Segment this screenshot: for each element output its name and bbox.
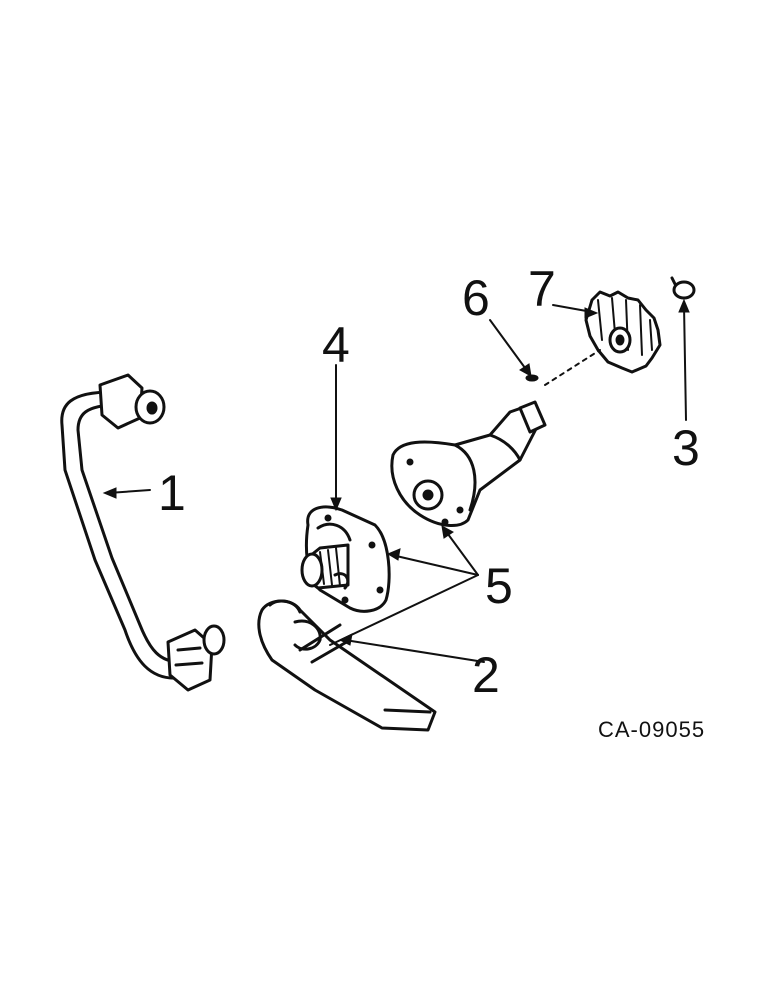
- part-2-pickup-tube: [257, 599, 437, 732]
- figure-code: CA-09055: [598, 717, 705, 742]
- leader-lines: [102, 298, 690, 663]
- part-1-tube: [60, 373, 226, 692]
- tube-lower-fitting: [166, 624, 226, 692]
- part-6-key: [525, 374, 539, 382]
- callout-1: 1: [158, 465, 186, 521]
- part-5-pump-body: [390, 400, 547, 527]
- part-4-pump-cover: [300, 505, 391, 613]
- callout-6: 6: [462, 270, 490, 326]
- callout-5: 5: [485, 558, 513, 614]
- callout-2: 2: [472, 647, 500, 703]
- part-3-snap-ring: [670, 276, 696, 300]
- part-7-gear: [584, 290, 662, 374]
- callout-7: 7: [528, 261, 556, 317]
- callout-3: 3: [672, 420, 700, 476]
- tube-upper-fitting: [98, 373, 166, 430]
- callout-4: 4: [322, 317, 350, 373]
